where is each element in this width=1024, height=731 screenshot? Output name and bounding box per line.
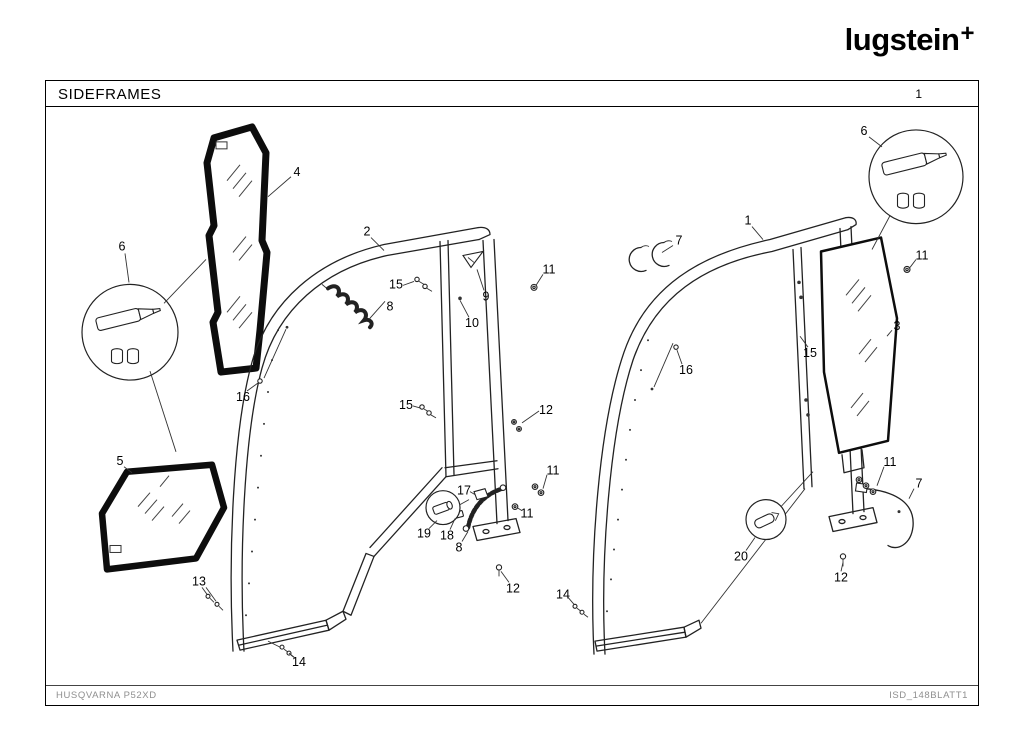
part-callout-7: 7 bbox=[916, 477, 923, 491]
detail-circle-6-left bbox=[81, 259, 207, 452]
part-callout-5: 5 bbox=[117, 454, 124, 468]
part-callout-14: 14 bbox=[292, 655, 306, 669]
part-callout-15: 15 bbox=[389, 277, 403, 291]
brand-plus-icon: + bbox=[960, 20, 974, 47]
window-glass-5 bbox=[98, 461, 228, 573]
part-callout-17: 17 bbox=[457, 484, 471, 498]
part-callout-11: 11 bbox=[916, 248, 929, 262]
part-callout-1: 1 bbox=[745, 214, 752, 228]
part-callout-18: 18 bbox=[440, 529, 454, 543]
detail-circle-6-right bbox=[868, 129, 964, 250]
part-callout-11: 11 bbox=[884, 455, 897, 469]
part-callout-14: 14 bbox=[556, 587, 570, 601]
part-callout-13: 13 bbox=[192, 574, 206, 588]
part-callout-19: 19 bbox=[417, 527, 431, 541]
footer-sheet-code: ISD_148BLATT1 bbox=[889, 690, 968, 701]
part-callout-9: 9 bbox=[483, 289, 490, 303]
sideframes-exploded-diagram: 4261591181016151251711111918812131461711… bbox=[81, 123, 964, 669]
part-callout-12: 12 bbox=[506, 581, 520, 595]
part-callout-7: 7 bbox=[676, 234, 683, 248]
rivet-dots-right bbox=[606, 339, 649, 613]
part-callout-6: 6 bbox=[119, 240, 126, 254]
part-callout-8: 8 bbox=[456, 540, 463, 554]
funnel-9 bbox=[462, 250, 485, 269]
brand-logo: lugstein+ bbox=[844, 20, 975, 58]
hose-coil-8-top bbox=[321, 284, 374, 330]
hooks-7-top bbox=[628, 240, 673, 273]
detail-circle-19 bbox=[425, 490, 470, 526]
hose-coil-8-bottom bbox=[462, 484, 507, 532]
part-callout-15: 15 bbox=[399, 398, 413, 412]
sheet-number: 1 bbox=[915, 87, 922, 101]
part-callout-10: 10 bbox=[465, 316, 479, 330]
part-callout-15: 15 bbox=[803, 346, 817, 360]
brand-logo-text: lugstein bbox=[844, 22, 960, 57]
part-callout-16: 16 bbox=[679, 363, 693, 377]
frame-footer: HUSQVARNA P52XD ISD_148BLATT1 bbox=[46, 685, 978, 705]
detail-circle-20 bbox=[745, 471, 814, 541]
left-sideframe bbox=[230, 226, 521, 652]
bracket-17 bbox=[473, 488, 489, 501]
part-callout-8: 8 bbox=[387, 299, 394, 313]
leader-lines bbox=[123, 136, 917, 658]
footer-model: HUSQVARNA P52XD bbox=[56, 690, 157, 701]
diagram-frame: SIDEFRAMES 1 bbox=[45, 80, 979, 706]
part-callout-12: 12 bbox=[834, 570, 848, 584]
part-callout-6: 6 bbox=[861, 124, 868, 138]
rivet-dots-left bbox=[245, 329, 279, 617]
window-glass-4 bbox=[203, 123, 271, 376]
part-callout-2: 2 bbox=[364, 225, 371, 239]
part-callout-11: 11 bbox=[543, 262, 556, 276]
part-callout-11: 11 bbox=[521, 507, 534, 521]
window-glass-3 bbox=[819, 236, 899, 455]
part-callout-16: 16 bbox=[236, 390, 250, 404]
page-title: SIDEFRAMES bbox=[58, 86, 162, 103]
part-callout-3: 3 bbox=[894, 319, 901, 333]
part-callout-4: 4 bbox=[294, 165, 301, 179]
part-callout-11: 11 bbox=[547, 464, 560, 478]
frame-header: SIDEFRAMES 1 bbox=[46, 81, 978, 107]
part-callout-12: 12 bbox=[539, 403, 553, 417]
part-callout-20: 20 bbox=[734, 549, 748, 563]
